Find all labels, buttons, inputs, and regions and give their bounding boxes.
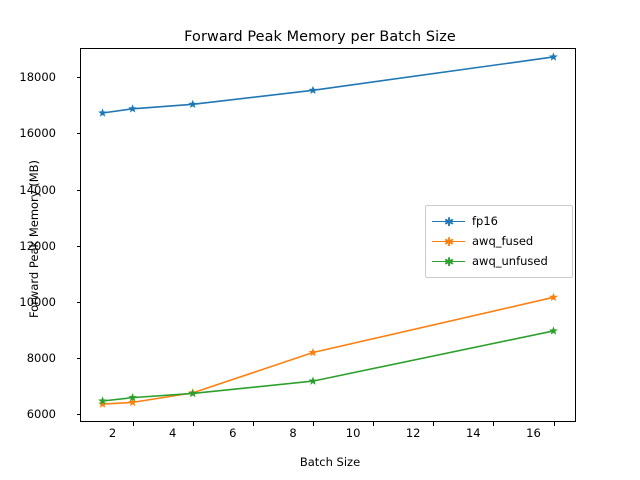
y-tick-mark xyxy=(76,357,80,359)
chart-title: Forward Peak Memory per Batch Size xyxy=(184,29,456,45)
x-tick-label: 4 xyxy=(169,426,177,440)
legend-label-0: fp16 xyxy=(472,214,498,228)
y-tick-label: 10000 xyxy=(19,294,56,309)
y-tick-mark xyxy=(76,301,80,303)
x-tick-label: 6 xyxy=(229,426,237,440)
legend-item-2[interactable]: ✱ awq_unfused xyxy=(432,251,566,271)
y-tick-label: 6000 xyxy=(26,406,56,421)
legend-item-1[interactable]: ✱ awq_fused xyxy=(432,231,566,251)
x-tick-mark xyxy=(433,422,435,426)
x-axis-label: Batch Size xyxy=(299,455,361,469)
y-tick-mark xyxy=(76,189,80,191)
y-tick-label: 8000 xyxy=(26,350,56,365)
star-marker-icon: ✱ xyxy=(444,255,455,269)
y-tick-label: 16000 xyxy=(19,126,56,141)
star-marker-icon: ✱ xyxy=(444,235,455,249)
y-tick-mark xyxy=(76,133,80,135)
star-marker-icon: ✱ xyxy=(444,215,455,229)
legend-line-icon xyxy=(432,220,465,223)
x-tick-mark xyxy=(313,422,314,426)
legend-line-icon xyxy=(432,260,465,263)
x-tick-label: 14 xyxy=(465,426,481,440)
y-tick-label: 18000 xyxy=(19,70,56,85)
y-tick-mark xyxy=(76,413,80,415)
x-tick-label: 16 xyxy=(526,426,541,440)
x-tick-mark xyxy=(132,422,134,426)
x-tick-label: 12 xyxy=(405,426,421,440)
x-tick-label: 2 xyxy=(108,426,117,440)
legend-swatch-0: ✱ xyxy=(432,215,465,229)
legend-swatch-1: ✱ xyxy=(432,235,465,249)
x-tick-mark xyxy=(252,422,254,426)
x-tick-label: 8 xyxy=(289,426,297,440)
x-tick-mark xyxy=(373,422,375,426)
legend-swatch-2: ✱ xyxy=(432,255,465,269)
x-tick-mark xyxy=(192,422,194,426)
legend-label-1: awq_fused xyxy=(472,234,534,248)
legend-line-icon xyxy=(432,240,465,243)
y-tick-label: 12000 xyxy=(19,238,56,253)
x-tick-mark xyxy=(553,422,555,426)
legend: ✱ fp16 ✱ awq_fused ✱ awq_unfused xyxy=(425,205,573,278)
x-tick-mark xyxy=(493,422,495,426)
y-tick-label: 14000 xyxy=(19,182,56,197)
legend-item-0[interactable]: ✱ fp16 xyxy=(432,211,566,231)
y-tick-mark xyxy=(76,245,80,247)
x-tick-label: 10 xyxy=(345,426,361,440)
y-tick-mark xyxy=(76,77,80,79)
legend-label-2: awq_unfused xyxy=(472,254,548,268)
